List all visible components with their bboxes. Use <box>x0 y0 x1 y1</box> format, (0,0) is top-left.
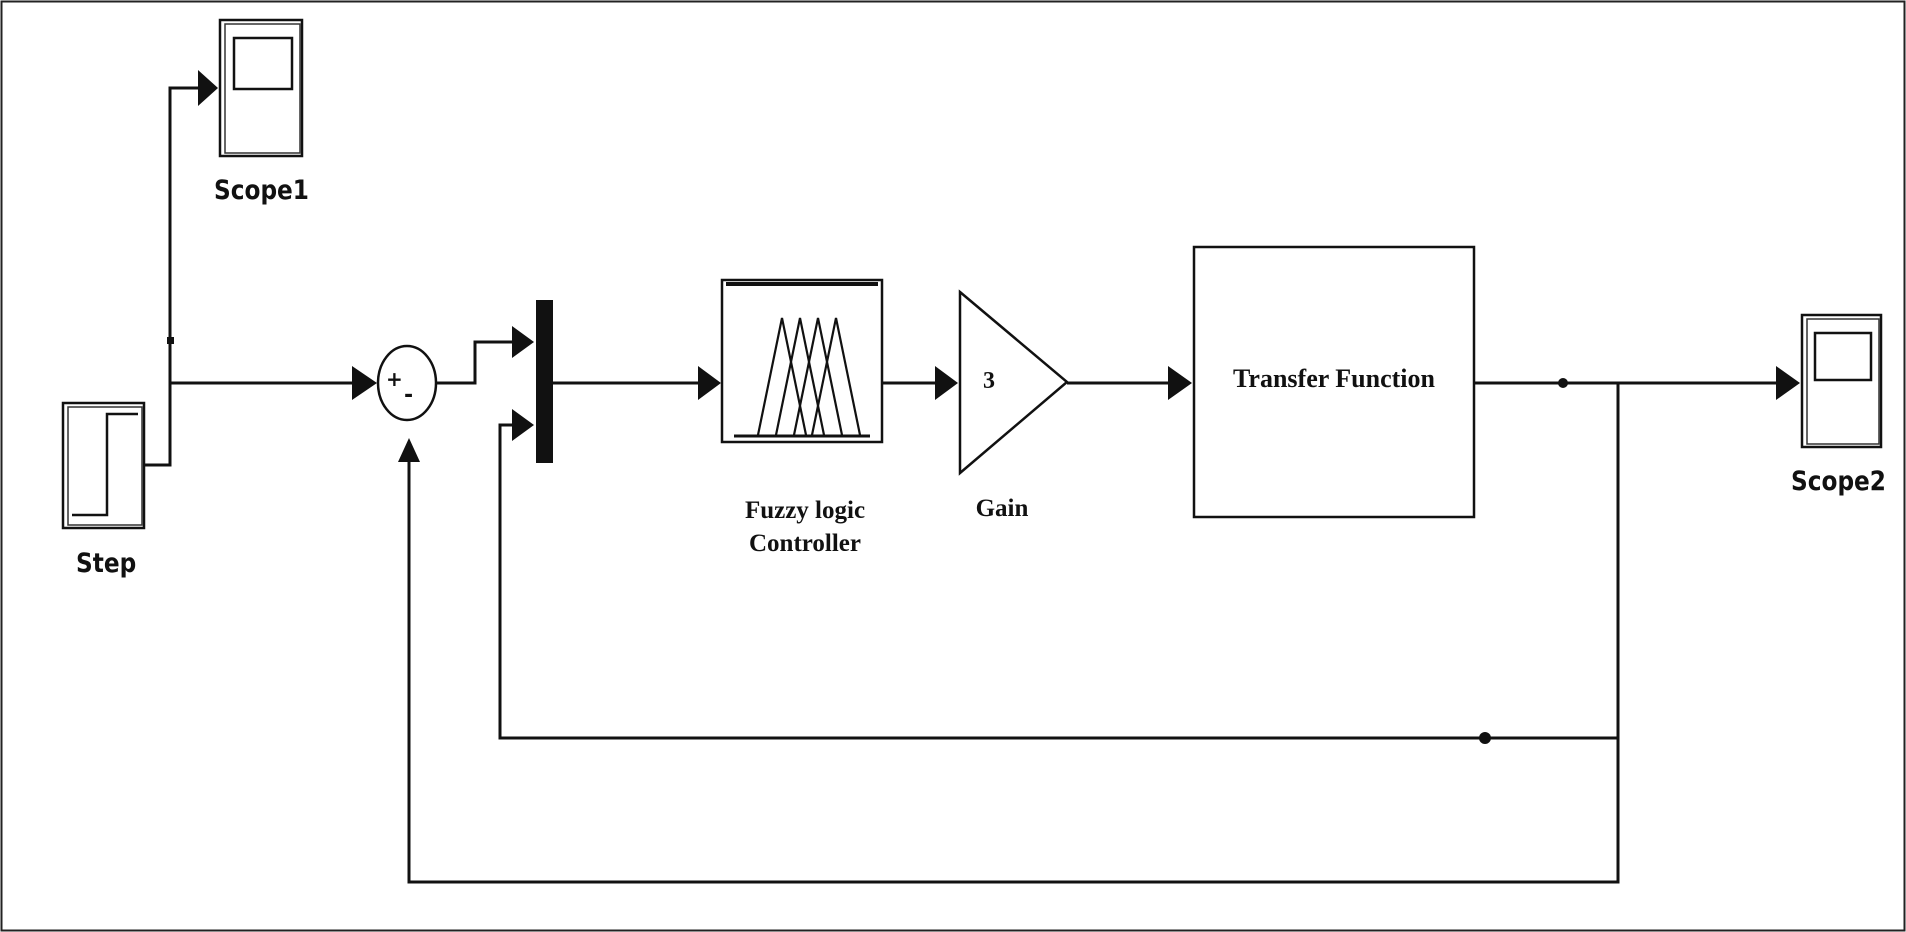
gain-block[interactable] <box>958 289 1069 476</box>
arrow-into-mux-2 <box>512 409 534 441</box>
scope2-label: Scope2 <box>1791 466 1886 497</box>
signal-lines <box>144 86 1782 884</box>
transfer-function-block[interactable] <box>1192 245 1476 519</box>
arrow-into-gain <box>935 366 958 400</box>
arrow-into-sum-bottom <box>398 438 420 462</box>
gain-label: Gain <box>975 495 1029 522</box>
arrowheads <box>198 70 1800 462</box>
scope2-block[interactable] <box>1800 313 1883 449</box>
arrow-into-mux-1 <box>512 326 534 358</box>
scope1-label: Scope1 <box>214 175 309 206</box>
membership-functions-icon <box>734 317 870 438</box>
arrow-into-sum <box>352 366 377 400</box>
step-block[interactable] <box>61 401 146 530</box>
scope-screen-icon <box>1813 331 1873 382</box>
fuzzy-logic-controller-label: Fuzzy logic Controller <box>744 497 866 557</box>
scope-screen-icon <box>232 36 294 91</box>
step-icon <box>72 412 138 517</box>
arrow-into-fuzzy <box>698 366 721 400</box>
gain-value: 3 <box>983 368 995 394</box>
junction-points <box>167 337 1568 744</box>
sum-minus-sign: - <box>404 383 414 408</box>
arrow-into-transfer <box>1168 366 1192 400</box>
fuzzy-logic-controller-block[interactable] <box>720 278 884 444</box>
sum-plus-sign: + <box>386 367 403 391</box>
arrow-into-scope2 <box>1776 366 1800 400</box>
step-label: Step <box>76 548 137 579</box>
arrow-into-scope1 <box>198 70 218 106</box>
mux-block[interactable] <box>536 300 553 463</box>
scope1-block[interactable] <box>218 18 304 158</box>
transfer-function-label: Transfer Function <box>1233 364 1435 393</box>
